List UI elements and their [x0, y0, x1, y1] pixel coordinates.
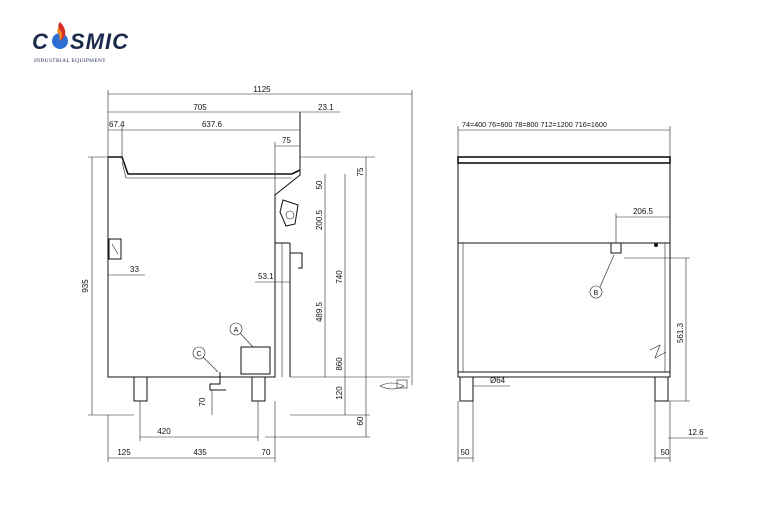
dim-53-1: 53.1 [258, 272, 274, 281]
marker-c [192, 346, 206, 360]
component-a-box [240, 346, 271, 375]
dim-right-120: 120 [335, 386, 344, 400]
front-view [107, 112, 410, 402]
control-knob-icon [279, 199, 299, 227]
dim-705: 705 [193, 103, 207, 112]
dim-206-5: 206.5 [633, 207, 654, 216]
side-upper-body [457, 162, 671, 244]
front-leg-left [133, 376, 148, 402]
side-leg-right [654, 376, 669, 402]
control-knob-centre [285, 210, 295, 220]
dim-bottom-70: 70 [262, 448, 271, 457]
dim-bottom-50-left: 50 [461, 448, 470, 457]
dim-bottom-435: 435 [193, 448, 207, 457]
side-screw-icon [654, 243, 658, 247]
cosmic-logo: C SMIC INDUSTRIAL EQUIPMENT [32, 22, 129, 64]
dim-67-4: 67.4 [109, 120, 125, 129]
front-top-edge [121, 161, 127, 179]
dim-bottom-125: 125 [117, 448, 131, 457]
dim-637-6: 637.6 [202, 120, 223, 129]
dim-left-935: 935 [81, 279, 90, 293]
dim-leg-70: 70 [198, 397, 207, 406]
side-bottom-rail [457, 371, 671, 378]
dim-bottom-420: 420 [157, 427, 171, 436]
marker-b [589, 285, 603, 299]
faucet-icon [290, 252, 303, 269]
front-leg-right [251, 376, 266, 402]
dim-right-50: 50 [315, 180, 324, 189]
component-c-drain-icon [209, 372, 226, 391]
break-symbol-icon [379, 382, 405, 390]
side-sizes-label: 74=400 76=600 78=800 712=1200 716=1600 [462, 120, 607, 129]
dim-561-3: 561.3 [676, 322, 685, 343]
side-tap-icon [610, 242, 622, 254]
dim-overall-width: 1125 [253, 85, 271, 94]
marker-c-label: C [196, 351, 201, 358]
dim-bottom-50-right: 50 [661, 448, 670, 457]
flame-globe-icon [52, 22, 68, 49]
dim-right-860: 860 [335, 357, 344, 371]
side-top-plate [457, 156, 671, 164]
right-foot-icon [396, 379, 408, 389]
side-break-icon [649, 344, 667, 359]
left-tap-icon [108, 238, 122, 260]
dim-right-75: 75 [356, 167, 365, 176]
dim-diameter-64: Ø64 [490, 376, 506, 385]
dim-top-75: 75 [282, 136, 291, 145]
dim-right-489-5: 489.5 [315, 301, 324, 322]
dim-tap-33: 33 [130, 265, 139, 274]
dim-12-6: 12.6 [688, 428, 704, 437]
dim-right-200-5: 200.5 [315, 209, 324, 230]
marker-a [229, 322, 243, 336]
dim-right-740: 740 [335, 270, 344, 284]
side-view [457, 156, 671, 402]
logo-word-smic: SMIC [70, 29, 129, 54]
front-top-plate [108, 156, 301, 175]
marker-b-label: B [594, 290, 599, 297]
side-leg-left [459, 376, 474, 402]
logo-tagline: INDUSTRIAL EQUIPMENT [34, 58, 106, 64]
left-tap-lever [111, 243, 119, 255]
dim-right-60: 60 [356, 416, 365, 425]
side-dimensions: 74=400 76=600 78=800 712=1200 716=1600 2… [457, 120, 708, 462]
marker-a-label: A [234, 327, 239, 334]
logo-letter-c: C [32, 29, 49, 54]
front-body-outline [107, 112, 301, 378]
front-dimensions: 1125 705 23.1 67.4 637.6 75 75 860 50 20… [81, 85, 413, 462]
dim-23-1: 23.1 [318, 103, 334, 112]
